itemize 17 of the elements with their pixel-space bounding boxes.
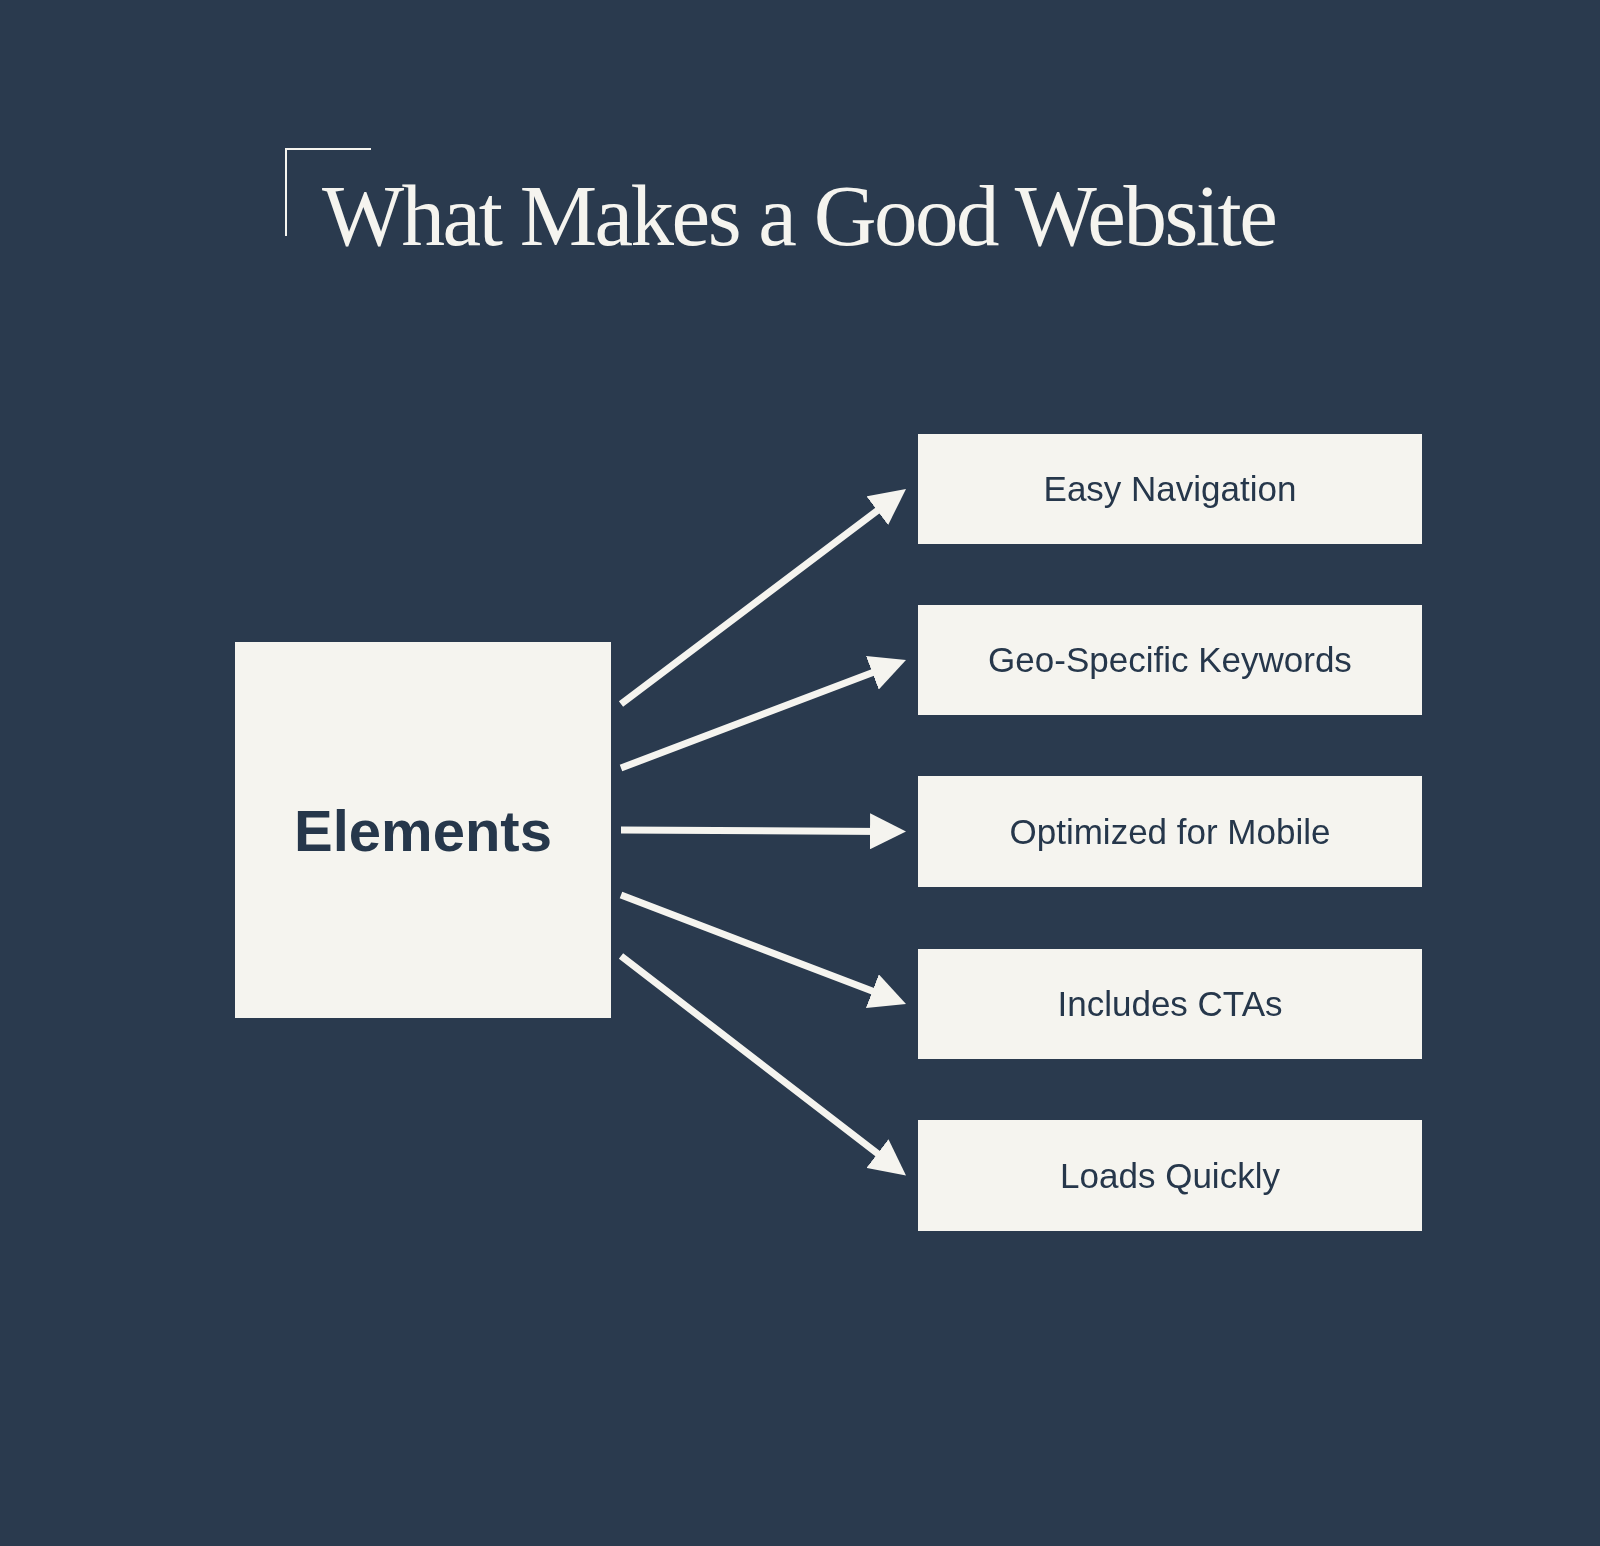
- node-label: Optimized for Mobile: [1009, 811, 1331, 852]
- process-box: [918, 776, 1422, 887]
- arrow: [619, 891, 908, 1008]
- arrow: [618, 486, 909, 707]
- process-box: [918, 949, 1422, 1059]
- node-label: Geo-Specific Keywords: [988, 640, 1352, 680]
- arrow: [620, 813, 907, 850]
- process-box: [918, 1120, 1422, 1231]
- diagram-title: What Makes a Good Website: [322, 168, 1276, 264]
- process-box: [235, 642, 611, 1018]
- node-label: Elements: [294, 796, 552, 864]
- node-label: Loads Quickly: [1060, 1155, 1280, 1196]
- process-box: [918, 434, 1422, 544]
- process-box: [918, 605, 1422, 715]
- arrow: [619, 655, 908, 772]
- node-label: Easy Navigation: [1043, 469, 1297, 509]
- node-label: Includes CTAs: [1057, 984, 1283, 1024]
